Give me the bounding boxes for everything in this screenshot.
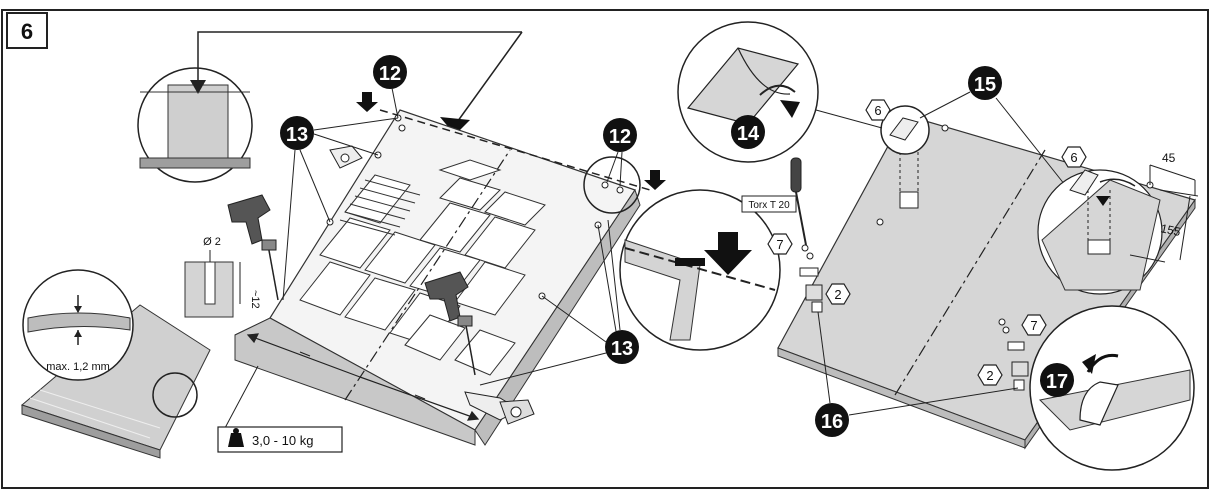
hex-label-2-bottom: 2 [977, 364, 1003, 386]
svg-text:14: 14 [737, 123, 760, 145]
callout-17: 17 [1040, 363, 1074, 397]
down-arrow-icon-2 [644, 170, 666, 190]
svg-text:17: 17 [1046, 371, 1068, 393]
callout-13-bottom-leaders [479, 219, 621, 386]
callout-16: 16 [815, 403, 849, 437]
screw-clip-set-top [799, 244, 823, 313]
weight-icon [228, 433, 244, 447]
callout-12-left: 12 [373, 55, 407, 89]
callout-13-top-leaders [282, 117, 399, 301]
corner-zoom-marker [583, 156, 641, 214]
lift-detail-circle [1029, 305, 1195, 471]
svg-text:2: 2 [986, 368, 993, 383]
svg-text:12: 12 [379, 63, 401, 85]
detail-leader-line [197, 31, 522, 92]
peel-leader [815, 109, 883, 129]
weight-label: 3,0 - 10 kg [252, 433, 313, 448]
svg-text:7: 7 [776, 237, 783, 252]
gap-zoom-marker [152, 372, 198, 418]
detail-arrow-icon [190, 80, 206, 94]
callout-14: 14 [731, 115, 765, 149]
strip-dimension-lines [1129, 164, 1199, 263]
grid-tiles [299, 159, 546, 376]
hex-label-6-right: 6 [1061, 146, 1087, 168]
svg-text:13: 13 [611, 338, 633, 360]
svg-text:6: 6 [1070, 150, 1077, 165]
diagram-frame [1, 9, 1209, 489]
screw-clip-set-bottom [998, 318, 1029, 391]
hex-label-6-top: 6 [865, 99, 891, 121]
strip-peel-small [889, 117, 919, 141]
press-down-arrow-icon [704, 232, 752, 275]
edge-dimension-arrows [246, 333, 480, 421]
svg-text:2: 2 [834, 287, 841, 302]
screwdriver-icon [790, 157, 807, 246]
callout-12-right: 12 [603, 118, 637, 152]
panel-slats [339, 179, 421, 236]
callout-13-bottom: 13 [605, 330, 639, 364]
large-arrow-icon [440, 117, 470, 135]
drill-depth-label: ~12 [249, 290, 261, 309]
tool-label-box: Torx T 20 [741, 195, 797, 213]
drill-icon-2 [424, 271, 476, 376]
peel-detail-circle [677, 21, 819, 163]
right-center-axis [894, 149, 1046, 396]
detail-leader-line-2 [454, 31, 523, 126]
drill-hole-detail: Ø 2 ~12 [184, 236, 261, 318]
adhesive-strip-top [899, 140, 919, 209]
hex-label-2-top: 2 [825, 283, 851, 305]
svg-text:7: 7 [1030, 318, 1037, 333]
drill-diameter-label: Ø 2 [203, 236, 221, 248]
step-number: 6 [21, 19, 33, 44]
step-number-box: 6 [6, 12, 48, 49]
peel-arrow-icon [780, 100, 800, 118]
svg-text:13: 13 [286, 124, 308, 146]
callout-13-top: 13 [280, 116, 314, 150]
weight-box: 3,0 - 10 kg [217, 426, 343, 453]
lift-arrow-icon [1082, 354, 1096, 374]
corner-detail-circle [619, 189, 781, 351]
hex-label-7-bottom: 7 [1021, 314, 1047, 336]
edge-detail-circle [137, 67, 253, 183]
top-edge-dashed [379, 109, 651, 191]
strip-dimension-circle [1037, 169, 1163, 295]
wall-bracket-top [329, 145, 363, 169]
wall-bracket-bottom [464, 391, 535, 425]
center-axis-line [344, 149, 511, 401]
svg-text:16: 16 [821, 411, 843, 433]
drill-icon [227, 194, 279, 301]
svg-text:15: 15 [974, 74, 996, 96]
down-arrow-icon [356, 92, 378, 112]
weight-leader [224, 365, 259, 429]
gap-max-label: max. 1,2 mm [46, 361, 110, 373]
callout-15: 15 [968, 66, 1002, 100]
gap-detail-circle: max. 1,2 mm [22, 269, 134, 381]
svg-text:6: 6 [874, 103, 881, 118]
svg-text:12: 12 [609, 126, 631, 148]
dim-45-label: 45 [1162, 151, 1176, 165]
dim-155-label: 155 [1159, 221, 1182, 239]
tool-label: Torx T 20 [748, 200, 790, 211]
hex-label-7-top: 7 [767, 233, 793, 255]
